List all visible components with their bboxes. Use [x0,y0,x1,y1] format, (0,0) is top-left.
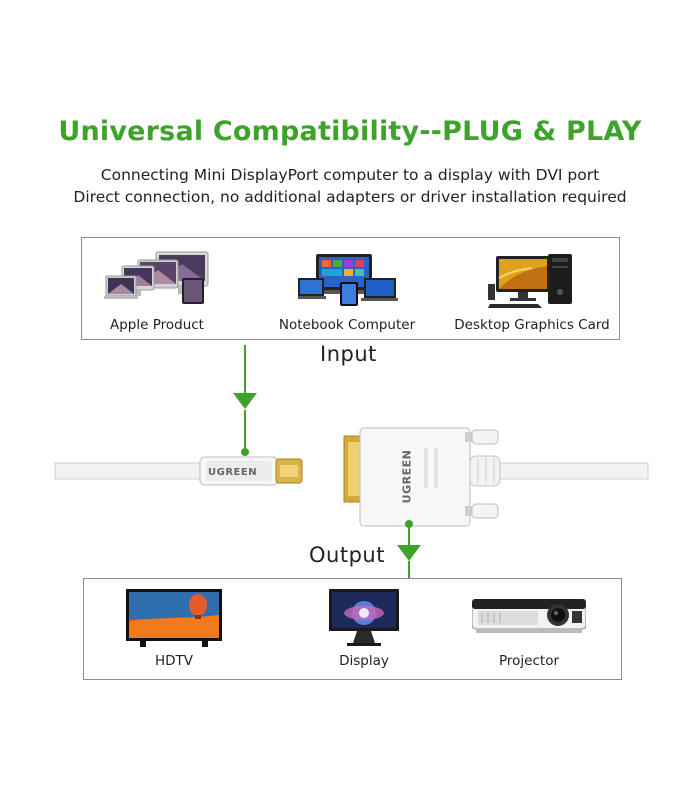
desktop-computer-icon [488,254,572,308]
notebook-devices-icon [298,254,398,306]
apple-devices-icon [104,251,209,304]
input-arrow-dot [241,448,249,456]
device-label: Desktop Graphics Card [454,317,610,333]
device-label: Apple Product [110,317,204,333]
page-title: Universal Compatibility--PLUG & PLAY [58,116,642,147]
device-label: Projector [499,653,559,669]
device-label: Display [339,653,389,669]
output-device-display: Display [304,585,424,675]
input-device-desktop: Desktop Graphics Card [454,246,610,336]
output-devices-box: HDTV Display Projec [83,578,622,680]
output-arrow-head [397,545,421,561]
subtitle-line-1: Connecting Mini DisplayPort computer to … [100,166,600,184]
output-arrow-line [408,526,410,546]
brand-logo-minidp: UGREEN [208,467,258,478]
cable-illustration [54,427,649,527]
hdtv-icon [126,589,222,647]
projector-icon [472,599,586,633]
display-monitor-icon [329,589,399,646]
output-device-hdtv: HDTV [114,585,234,675]
device-label: HDTV [154,653,194,669]
input-arrow-head [233,393,257,409]
input-arrow-stem [244,410,246,450]
subtitle-line-2: Direct connection, no additional adapter… [73,188,627,206]
output-arrow-stem [408,561,410,579]
device-label: Notebook Computer [278,317,416,333]
input-device-apple: Apple Product [92,246,222,336]
output-device-projector: Projector [464,585,594,675]
input-arrow-line [244,345,246,393]
input-label: Input [320,342,377,366]
output-arrow-dot [405,520,413,528]
output-label: Output [309,543,385,567]
brand-logo-dvi: UGREEN [400,449,414,504]
input-device-notebook: Notebook Computer [272,246,422,336]
input-devices-box: Apple Product Notebook [81,237,620,340]
